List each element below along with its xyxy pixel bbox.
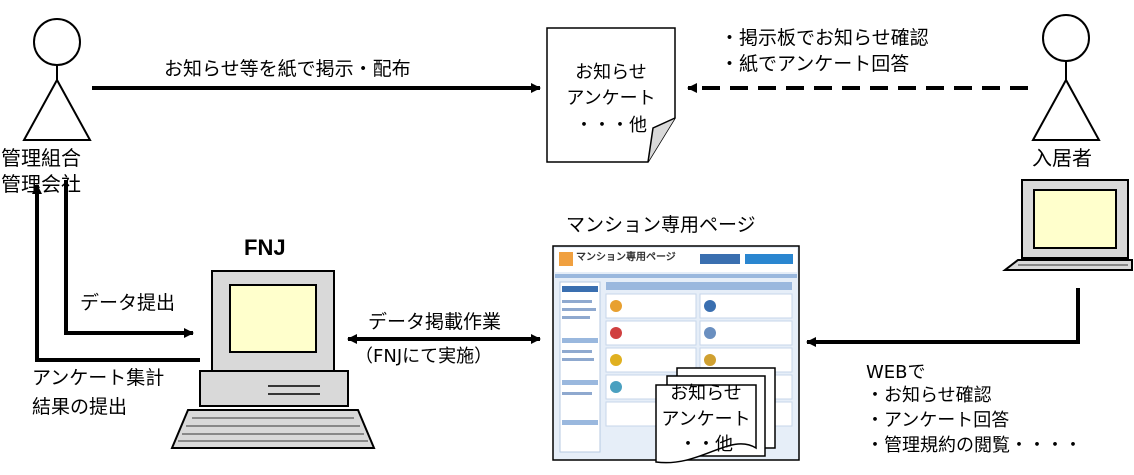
survey-result-line2: 結果の提出	[32, 396, 128, 418]
arrow-data-submit	[64, 180, 194, 338]
resident-label: 入居者	[1032, 146, 1092, 170]
web-doc-line1: お知らせ	[670, 383, 742, 404]
management-label-2: 管理会社	[1, 172, 81, 196]
paper-document-icon	[546, 27, 676, 163]
web-doc-line2: アンケート	[661, 409, 751, 430]
web-doc-line3: ・・他	[679, 434, 733, 455]
paper-doc-line2: アンケート	[566, 88, 656, 109]
web-item-1: ・お知らせ確認	[866, 385, 992, 406]
management-label-1: 管理組合	[1, 146, 81, 170]
resident-paper-line1: ・掲示板でお知らせ確認	[720, 27, 929, 49]
arrow-web	[806, 288, 1080, 347]
posting-work-line2: （FNJにて実施）	[355, 346, 493, 367]
post-paper-label: お知らせ等を紙で掲示・配布	[164, 58, 411, 80]
posting-work-line1: データ掲載作業	[368, 311, 502, 333]
portal-header-title: マンション専用ページ	[576, 252, 676, 263]
web-item-2: ・アンケート回答	[866, 410, 1010, 431]
fnj-computer-icon	[170, 270, 376, 449]
resident-actor-icon	[1031, 14, 1101, 141]
fnj-label: FNJ	[244, 235, 286, 260]
survey-result-line1: アンケート集計	[32, 367, 165, 389]
resident-paper-line2: ・紙でアンケート回答	[720, 53, 910, 75]
arrow-survey-result	[32, 184, 200, 362]
web-documents-icon	[655, 367, 776, 464]
management-actor-icon	[22, 18, 92, 141]
laptop-icon	[1002, 179, 1133, 271]
web-item-3: ・管理規約の閲覧・・・・	[866, 435, 1082, 456]
data-submit-label: データ提出	[80, 292, 176, 314]
paper-doc-line3: ・・・他	[575, 115, 647, 136]
web-title: WEBで	[866, 362, 926, 383]
paper-doc-line1: お知らせ	[575, 62, 647, 83]
portal-caption: マンション専用ページ	[566, 214, 756, 236]
